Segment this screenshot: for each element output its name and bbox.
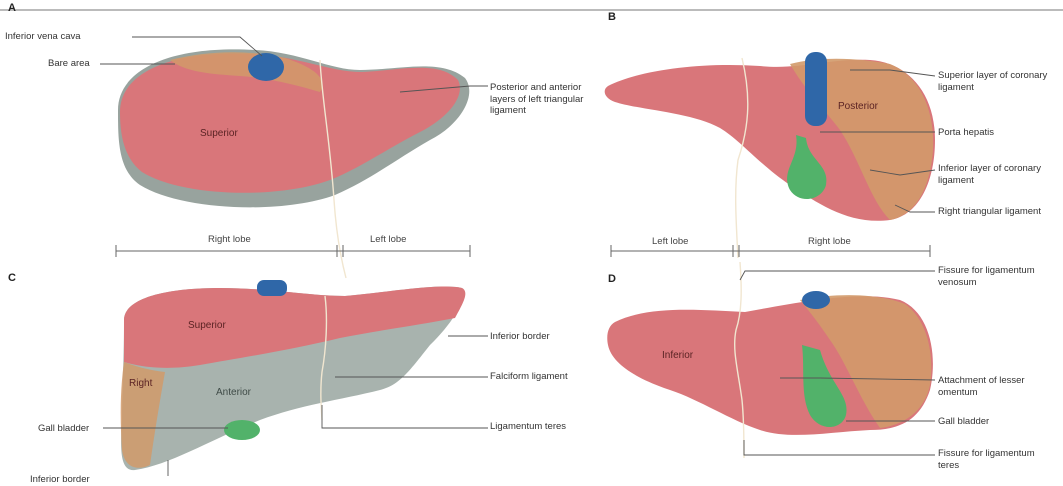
label-inferior-border: Inferior border: [490, 331, 550, 343]
label-right-triangular-ligament: Right triangular ligament: [938, 206, 1041, 218]
liver-d-vena-cava: [802, 291, 830, 309]
label-inferior-border-cut: Inferior border: [30, 474, 90, 486]
label-left-triangular-ligament: Posterior and anterior layers of left tr…: [490, 82, 600, 117]
liver-b-vena-cava: [805, 52, 827, 126]
label-porta-hepatis: Porta hepatis: [938, 127, 994, 139]
label-ligamentum-teres: Ligamentum teres: [490, 421, 570, 433]
label-inferior-vena-cava: Inferior vena cava: [5, 31, 81, 43]
lobe-bar-top-left: [116, 245, 470, 257]
liver-c-vena-cava: [257, 280, 287, 296]
panel-label-a: A: [8, 2, 16, 14]
label-right-lobe-top: Right lobe: [208, 234, 251, 245]
liver-d-illustration: [607, 262, 933, 458]
panel-label-d: D: [608, 273, 616, 285]
label-superior-c: Superior: [188, 320, 226, 331]
label-falciform-ligament: Falciform ligament: [490, 371, 570, 383]
label-inferior-coronary-layer: Inferior layer of coronary ligament: [938, 163, 1060, 186]
label-posterior: Posterior: [838, 101, 878, 112]
label-lesser-omentum: Attachment of lesser omentum: [938, 375, 1058, 398]
label-anterior: Anterior: [216, 387, 251, 398]
label-left-lobe-b: Left lobe: [652, 236, 688, 247]
label-gall-bladder-d: Gall bladder: [938, 416, 989, 428]
label-superior-coronary-layer: Superior layer of coronary ligament: [938, 70, 1058, 93]
panel-label-b: B: [608, 11, 616, 23]
label-left-lobe-top: Left lobe: [370, 234, 406, 245]
liver-a-vena-cava: [248, 53, 284, 81]
label-right-lobe-b: Right lobe: [808, 236, 851, 247]
label-bare-area: Bare area: [48, 58, 90, 70]
label-right-c: Right: [129, 378, 152, 389]
liver-a-illustration: [118, 49, 469, 278]
label-fissure-teres: Fissure for ligamentum teres: [938, 448, 1058, 471]
panel-label-c: C: [8, 272, 16, 284]
label-superior-a: Superior: [200, 128, 238, 139]
label-gall-bladder-c: Gall bladder: [38, 423, 89, 435]
liver-b-illustration: [605, 52, 935, 258]
label-inferior-d: Inferior: [662, 350, 693, 361]
liver-c-illustration: [121, 280, 466, 470]
liver-c-gall-bladder: [224, 420, 260, 440]
label-fissure-venosum: Fissure for ligamentum venosum: [938, 265, 1058, 288]
